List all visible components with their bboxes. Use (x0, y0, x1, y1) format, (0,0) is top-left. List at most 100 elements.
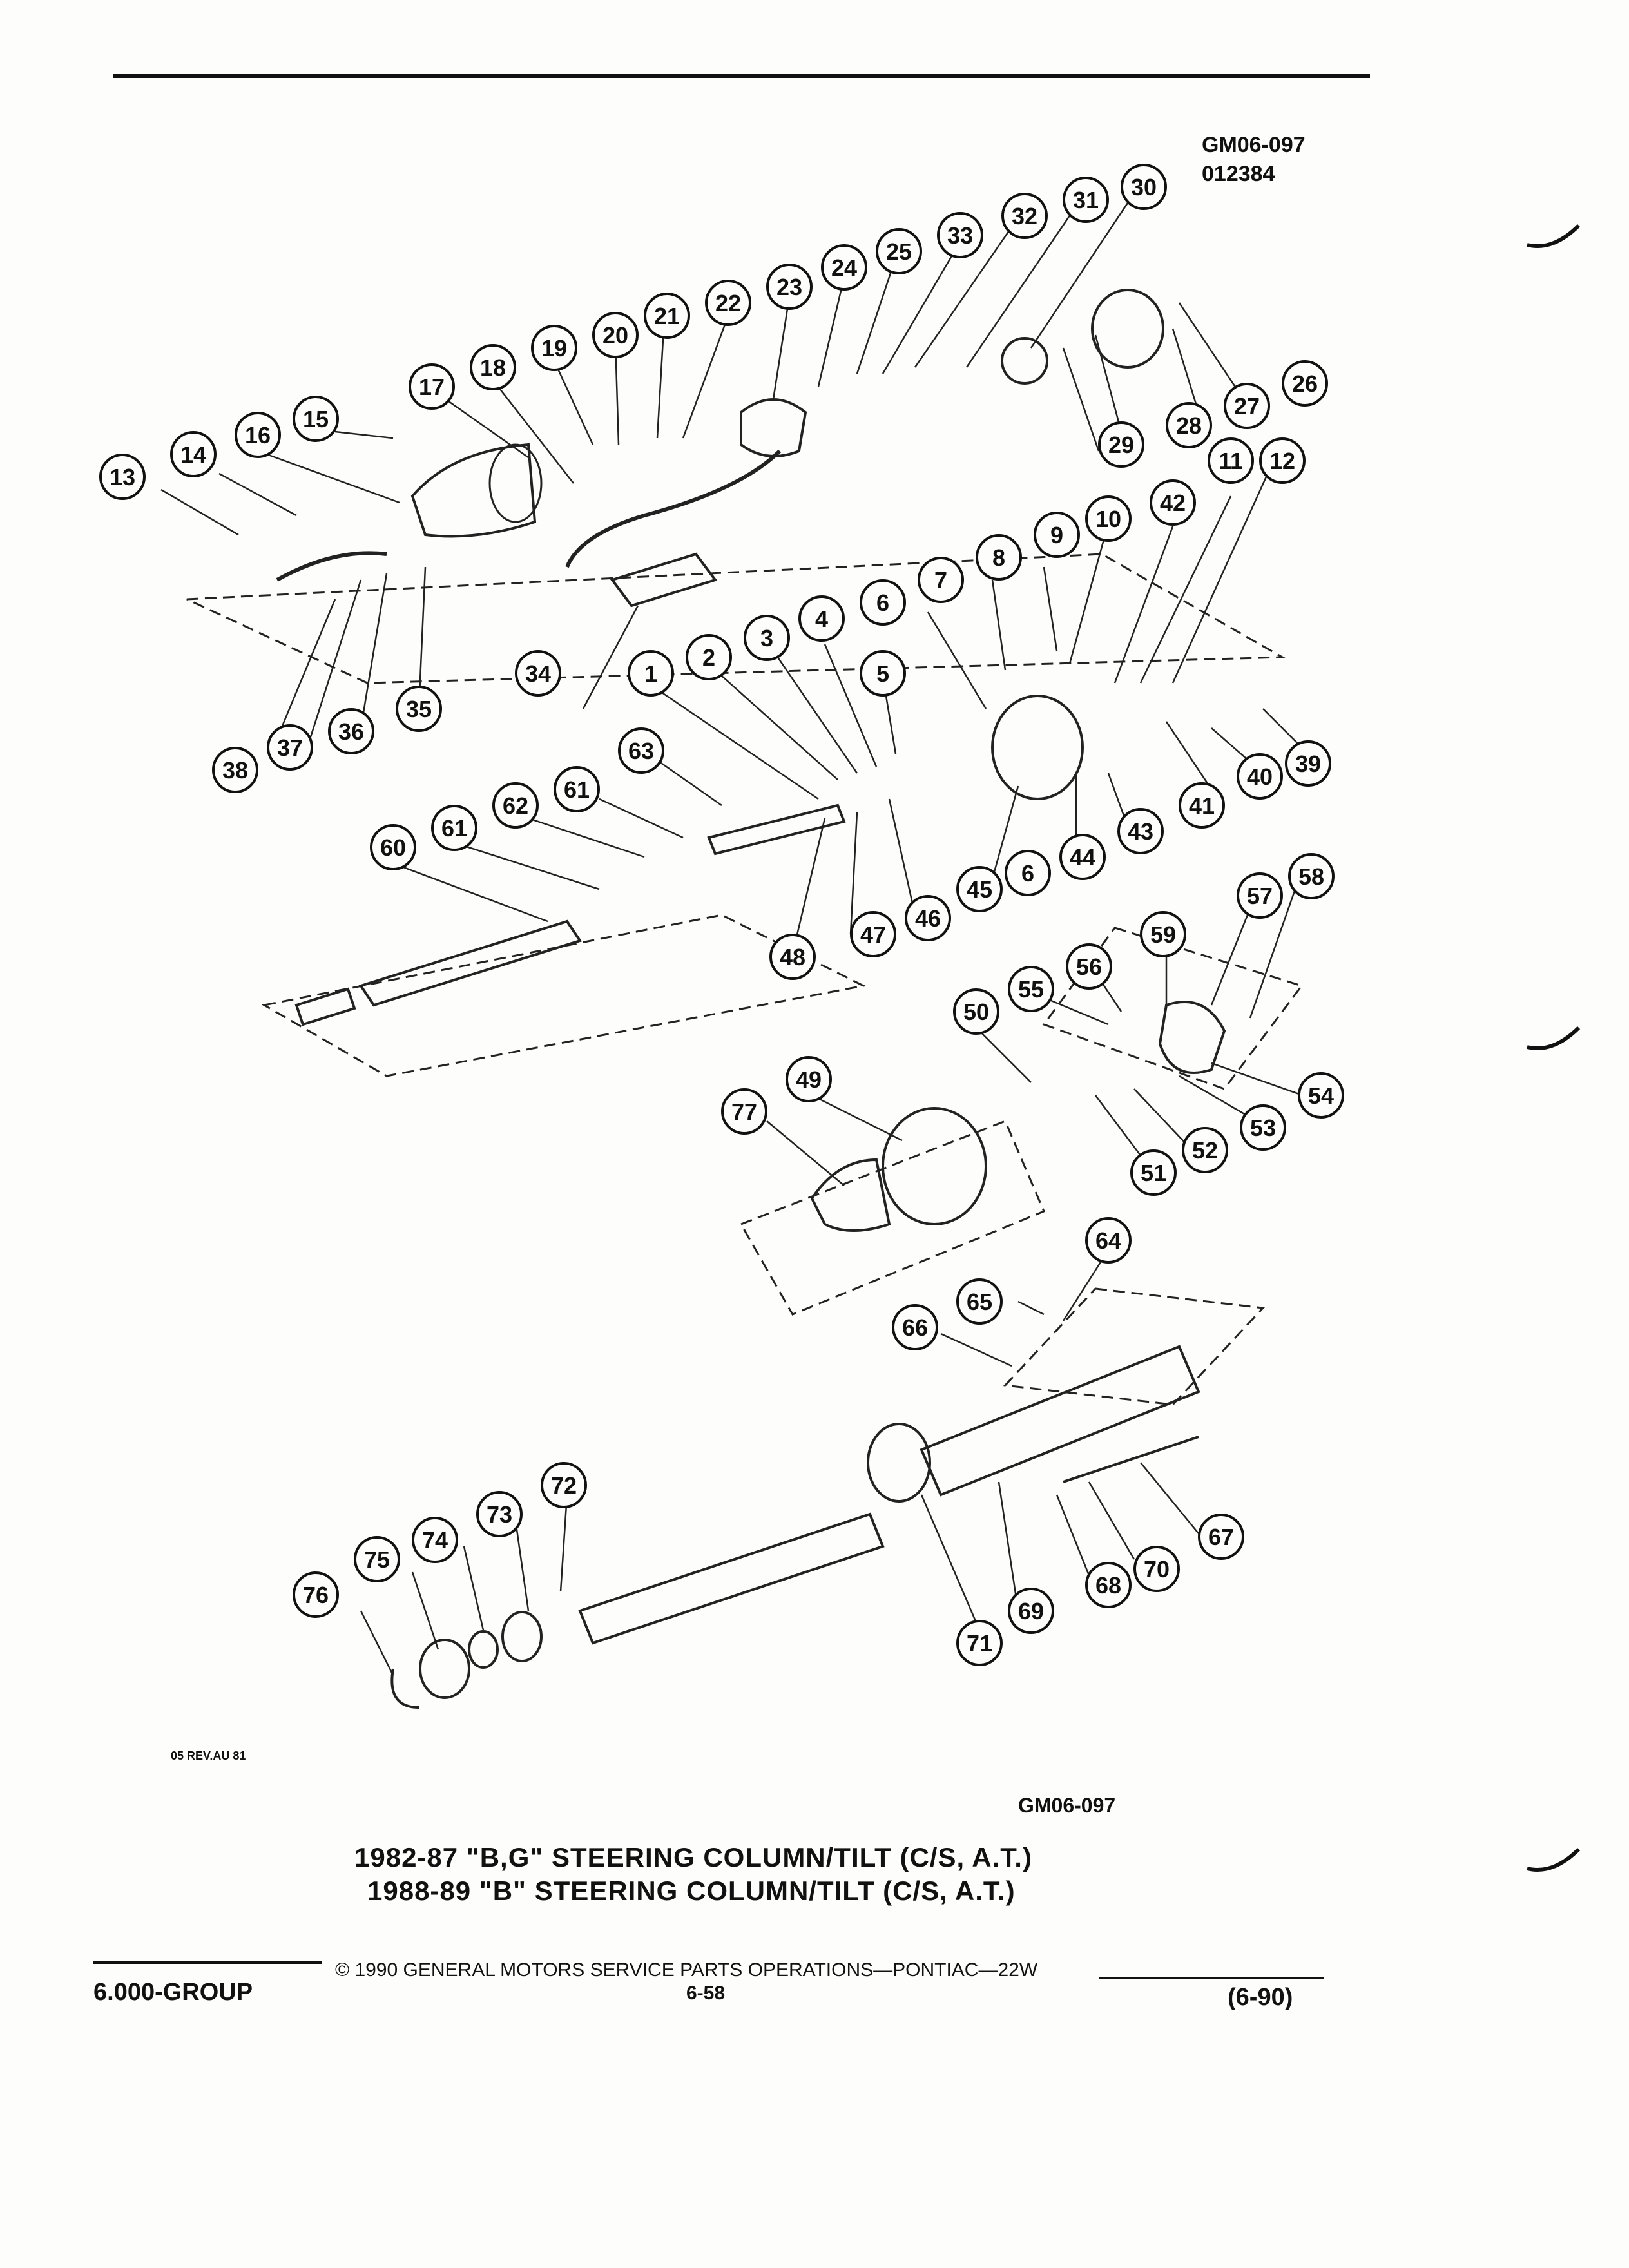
upper-shaft (707, 803, 846, 856)
dashed-plane-support (739, 1120, 1045, 1316)
callout-number: 68 (1095, 1572, 1121, 1599)
callout-number: 35 (406, 696, 432, 722)
callout-circle (686, 634, 732, 680)
binding-mark (1527, 1026, 1581, 1050)
callout-22: 22 (705, 280, 751, 326)
callout-circle (876, 228, 922, 274)
callout-number: 18 (480, 354, 506, 381)
drawing-date-code: 012384 (1202, 162, 1275, 186)
callout-number: 57 (1247, 883, 1273, 909)
callout-circle (1085, 1562, 1132, 1608)
callout-circle (170, 431, 217, 477)
callout-15: 15 (293, 396, 339, 442)
callout-circle (937, 212, 983, 258)
callout-number: 40 (1247, 764, 1273, 790)
callout-circle (1121, 164, 1167, 210)
callout-number: 56 (1076, 954, 1102, 980)
callout-74: 74 (412, 1517, 458, 1563)
callout-number: 1 (644, 660, 657, 687)
callout-12: 12 (1259, 437, 1306, 484)
callout-number: 24 (831, 255, 857, 281)
callout-circle (1150, 479, 1196, 526)
revision-note: 05 REV.AU 81 (171, 1749, 246, 1762)
callout-number: 12 (1269, 448, 1295, 474)
callout-circle (492, 782, 539, 829)
callout-61: 61 (554, 766, 600, 812)
lower-bearing (501, 1611, 543, 1662)
footer-rule-left (93, 1961, 322, 1964)
callout-circle (1001, 193, 1048, 239)
diagram-title-line-2: 1988-89 "B" STEERING COLUMN/TILT (C/S, A… (367, 1876, 1016, 1906)
callout-number: 33 (947, 222, 973, 249)
callout-number: 61 (564, 776, 590, 803)
callout-9: 9 (1034, 512, 1080, 558)
column-support-body (810, 1158, 891, 1232)
callout-20: 20 (592, 312, 639, 358)
callout-38: 38 (212, 747, 258, 793)
callout-circle (554, 766, 600, 812)
dashed-plane-lock-housing (1042, 927, 1304, 1090)
callout-number: 4 (815, 606, 828, 632)
callout-6: 6 (860, 579, 906, 626)
callout-number: 15 (303, 406, 329, 432)
callout-11: 11 (1208, 437, 1254, 484)
callout-number: 74 (422, 1527, 448, 1553)
callout-number: 58 (1298, 863, 1324, 890)
callout-18: 18 (470, 344, 516, 390)
bottom-drawing-code: GM06-097 (1018, 1794, 1116, 1817)
top-rule (113, 74, 1370, 78)
dashed-plane-upper (186, 553, 1286, 684)
callout-circle (1085, 1217, 1132, 1264)
callout-number: 10 (1095, 506, 1121, 532)
callout-40: 40 (1237, 753, 1283, 800)
callout-73: 73 (476, 1491, 523, 1537)
leader-lines (160, 193, 1322, 1676)
callout-65: 65 (956, 1278, 1003, 1325)
footer-rule-right (1099, 1977, 1324, 1979)
callout-53: 53 (1240, 1104, 1286, 1151)
callout-42: 42 (1150, 479, 1196, 526)
callout-circle (1285, 740, 1331, 787)
callout-circle (786, 1056, 832, 1102)
callout-circle (860, 579, 906, 626)
callout-number: 65 (967, 1289, 992, 1315)
cancelling-cam (1001, 337, 1048, 385)
callout-33: 33 (937, 212, 983, 258)
callout-circle (531, 325, 577, 371)
callout-circle (744, 615, 790, 661)
callout-circle (892, 1304, 938, 1350)
shaft-coupling (294, 987, 356, 1026)
callout-circle (396, 686, 442, 732)
callout-circle (476, 1491, 523, 1537)
callout-number: 8 (992, 544, 1005, 571)
callout-circle (1059, 834, 1106, 880)
callout-68: 68 (1085, 1562, 1132, 1608)
callout-circle (1008, 1588, 1054, 1634)
steering-jacket (920, 1345, 1200, 1497)
callout-circle (628, 650, 674, 697)
callout-number: 28 (1176, 412, 1202, 439)
callout-number: 77 (731, 1099, 757, 1125)
callout-circle (1008, 966, 1054, 1012)
callout-71: 71 (956, 1620, 1003, 1666)
callout-32: 32 (1001, 193, 1048, 239)
callout-number: 59 (1150, 921, 1176, 948)
callout-circle (541, 1462, 587, 1508)
callout-circle (1208, 437, 1254, 484)
callout-circle (370, 824, 416, 870)
switch-cover (610, 552, 718, 608)
callout-circle (470, 344, 516, 390)
callout-circle (409, 363, 455, 410)
callout-number: 46 (915, 905, 941, 932)
callout-28: 28 (1166, 402, 1212, 448)
callout-circle (293, 396, 339, 442)
callout-55: 55 (1008, 966, 1054, 1012)
callout-number: 39 (1295, 751, 1321, 777)
callout-47: 47 (850, 911, 896, 957)
footer-copyright: © 1990 GENERAL MOTORS SERVICE PARTS OPER… (335, 1959, 1038, 1981)
callout-number: 66 (902, 1314, 928, 1341)
callout-21: 21 (644, 293, 690, 339)
callout-number: 25 (886, 238, 912, 265)
callout-number: 62 (503, 793, 528, 819)
